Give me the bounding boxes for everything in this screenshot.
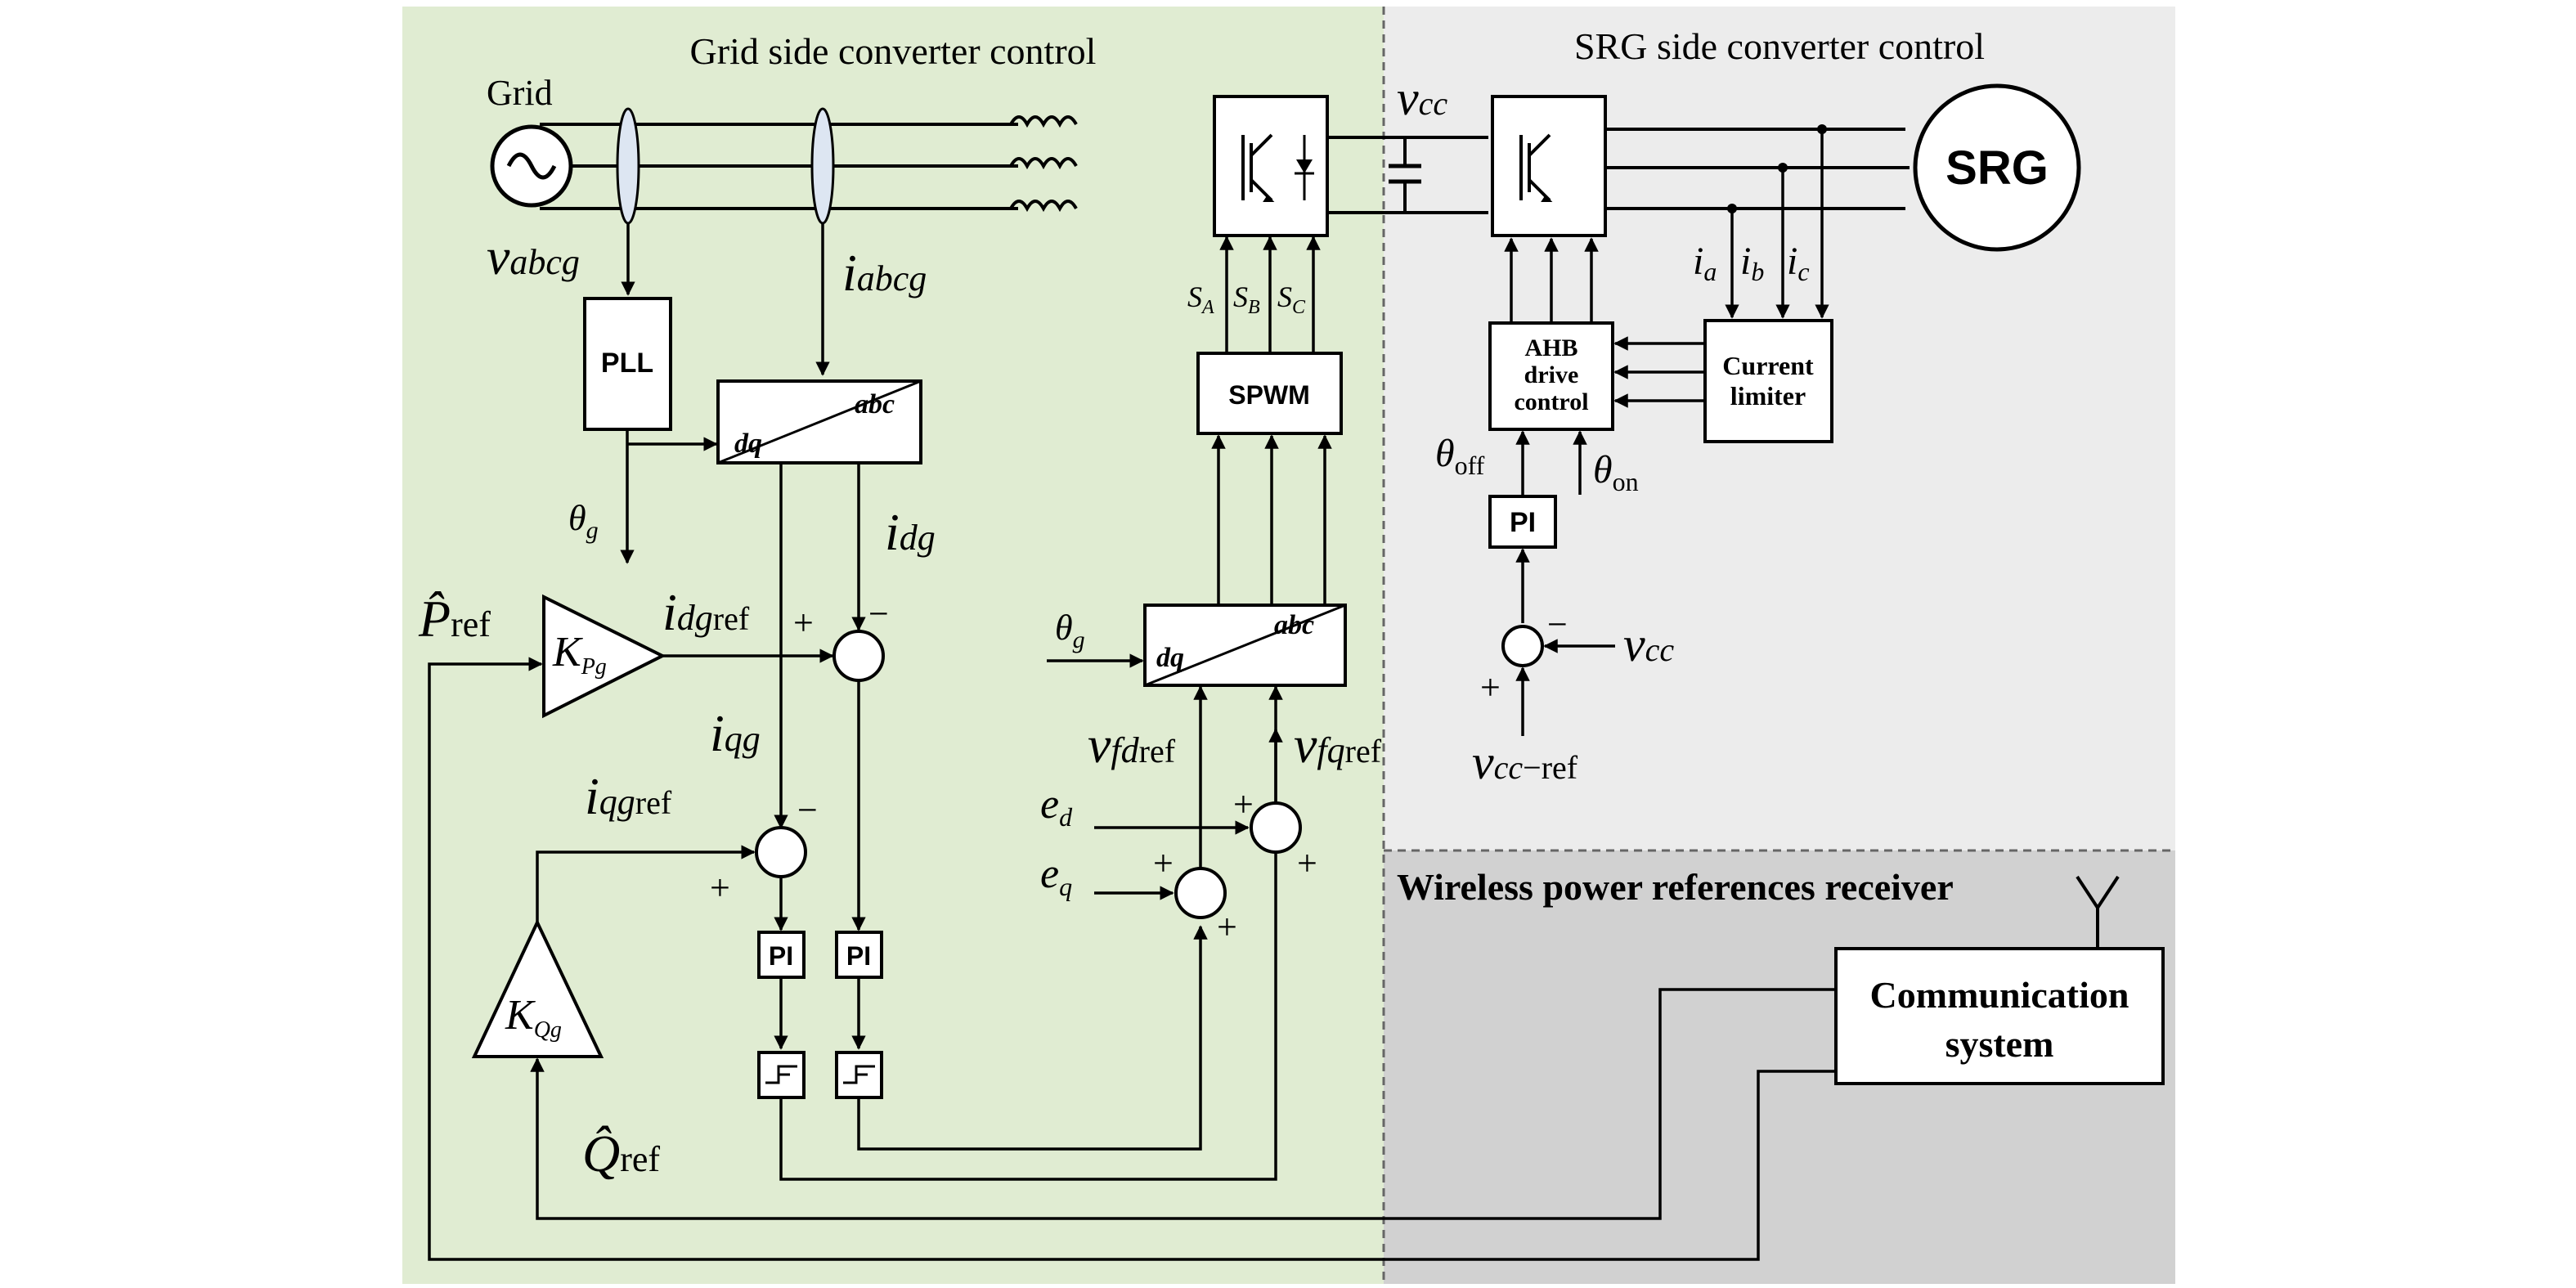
voltage-sensor-icon: [616, 107, 640, 225]
sum-vd-plus-2: +: [1217, 907, 1237, 947]
dc-link-wires: [1327, 136, 1488, 214]
sum-junction-d: [832, 630, 885, 682]
abc-label-2: abc: [1274, 610, 1314, 640]
grid-source-icon: [490, 124, 573, 208]
limiter-block-d: [835, 1051, 883, 1099]
kqg-to-sum-q: [536, 845, 756, 922]
ahb-label-1: AHB: [1524, 334, 1577, 361]
srg-machine-icon: [1913, 83, 2081, 252]
label-v-fd-ref: vfdref: [1088, 716, 1176, 774]
srg-converter-igbt-icon: [1491, 95, 1607, 237]
dq-label-1: dq: [734, 429, 762, 459]
srg-label: SRG: [1945, 141, 2049, 195]
abc-dq-transform-block: [716, 379, 922, 464]
pi-block-vcc: [1488, 495, 1557, 549]
communication-label-2: system: [1945, 1023, 2054, 1065]
label-k-qg: KQg: [505, 992, 562, 1043]
sum-vd-plus-1: +: [1153, 843, 1174, 883]
pi-label-q: PI: [769, 941, 793, 971]
current-limiter-label-2: limiter: [1730, 381, 1806, 411]
current-limiter-block: [1703, 319, 1833, 443]
sum-vq-plus-1: +: [1233, 784, 1254, 824]
grid-label: Grid: [487, 73, 553, 113]
dc-link-capacitor-icon: [1389, 164, 1421, 184]
label-e-d: ed: [1040, 781, 1073, 832]
q-ref-loop-wire: [530, 988, 1836, 1220]
label-theta-off: θoff: [1435, 432, 1485, 480]
spwm-block: [1196, 352, 1343, 435]
grid-side-title: Grid side converter control: [690, 30, 1097, 72]
sum-q-plus: +: [710, 868, 730, 908]
pi-label-vcc: PI: [1510, 507, 1536, 538]
sum-junction-vcc: [1501, 625, 1544, 667]
sum-vq-plus-2: +: [1297, 843, 1317, 883]
spwm-label: SPWM: [1228, 380, 1310, 410]
pi-block-q: [757, 931, 806, 979]
ahb-drive-control-block: [1488, 321, 1614, 431]
srg-side-title: SRG side converter control: [1574, 25, 1985, 67]
kpg-gain-block: [542, 594, 666, 719]
pi-label-d: PI: [846, 941, 871, 971]
current-limiter-label-1: Current: [1722, 351, 1814, 380]
wireless-title: Wireless power references receiver: [1397, 866, 1954, 908]
abc-label-1: abc: [855, 389, 895, 420]
kqg-gain-block: [471, 918, 604, 1058]
sum-d-plus: +: [793, 603, 814, 643]
sum-junction-q: [755, 826, 807, 878]
sum-vcc-plus: +: [1480, 667, 1501, 707]
dq-abc-transform-block: [1143, 604, 1347, 687]
three-phase-lines: [540, 123, 1018, 210]
grid-converter-igbt-icon: [1213, 95, 1329, 237]
sum-junction-vq: [1250, 801, 1302, 854]
pll-label: PLL: [601, 348, 653, 379]
idg-minus: −: [868, 594, 889, 634]
current-sensor-icon: [810, 107, 835, 225]
antenna-icon: [2076, 875, 2120, 949]
label-p-ref: P̂ref: [418, 590, 491, 648]
srg-phase-wires: [1605, 128, 1910, 210]
sum-vcc-minus: −: [1547, 604, 1568, 644]
ahb-label-2: drive: [1524, 361, 1579, 388]
p-ref-loop-wire: [428, 657, 1836, 1261]
limiter-q-out-wire: [779, 728, 1283, 1181]
pll-block: [583, 297, 672, 431]
communication-system-block: [1834, 947, 2165, 1085]
ahb-label-3: control: [1514, 388, 1588, 415]
limiter-d-out-wire: [857, 925, 1208, 1151]
dq-label-2: dq: [1156, 643, 1184, 673]
label-q-ref: Q̂ref: [582, 1124, 660, 1183]
inductor-icons: [1009, 115, 1078, 213]
communication-label-1: Communication: [1870, 974, 2129, 1016]
limiter-block-q: [757, 1051, 806, 1099]
iqg-minus: −: [797, 790, 818, 830]
